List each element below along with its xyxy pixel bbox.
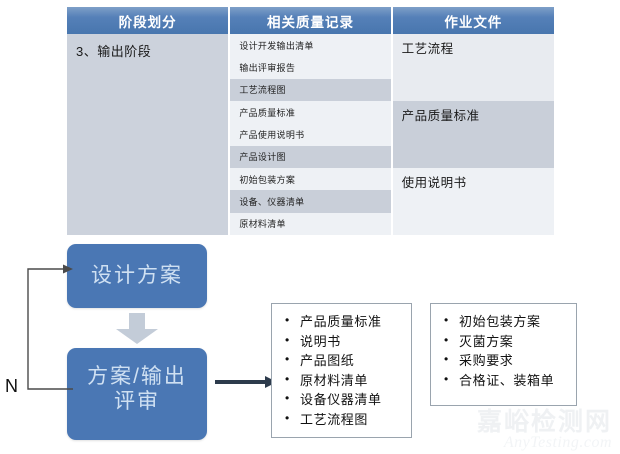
table-row: 产品质量标准 产品质量标准 bbox=[67, 100, 554, 168]
record-cell: 原材料清单 bbox=[229, 212, 393, 235]
document-cell: 工艺流程 bbox=[391, 34, 554, 101]
table-row: 原材料清单 bbox=[67, 212, 554, 235]
record-cell: 工艺流程图 bbox=[229, 78, 393, 101]
record-cell: 产品设计图 bbox=[229, 145, 393, 168]
process-box-review[interactable]: 方案/输出评审 bbox=[67, 348, 207, 440]
list-item: 产品图纸 bbox=[284, 350, 401, 371]
right-arrow-icon bbox=[215, 376, 277, 388]
list-item: 产品质量标准 bbox=[284, 311, 401, 332]
list-item: 说明书 bbox=[284, 331, 401, 352]
table-header-stage: 阶段划分 bbox=[67, 7, 231, 34]
table-row: 产品使用说明书 bbox=[67, 123, 554, 146]
record-cell: 产品质量标准 bbox=[229, 100, 393, 124]
record-cell: 设备、仪器清单 bbox=[229, 190, 393, 213]
process-box-review-line-0: 方案/输出 bbox=[87, 365, 187, 388]
table-row: 工艺流程图 bbox=[67, 78, 554, 101]
stage-cell: 3、输出阶段 bbox=[67, 34, 231, 235]
record-cell: 产品使用说明书 bbox=[229, 123, 393, 146]
list-item: 原材料清单 bbox=[284, 370, 401, 391]
list-item: 采购要求 bbox=[443, 350, 566, 371]
output-list-left-items: 产品质量标准 说明书 产品图纸 原材料清单 设备仪器清单 工艺流程图 bbox=[284, 311, 401, 430]
table-header-documents: 作业文件 bbox=[391, 7, 554, 34]
feedback-loop-arrow-icon bbox=[27, 264, 73, 390]
table-header-records: 相关质量记录 bbox=[229, 7, 393, 34]
table-row: 设备、仪器清单 bbox=[67, 190, 554, 213]
output-list-right: 初始包装方案 灭菌方案 采购要求 合格证、装箱单 bbox=[430, 303, 577, 406]
record-cell: 输出评审报告 bbox=[229, 56, 393, 79]
list-item: 灭菌方案 bbox=[443, 331, 566, 352]
list-item: 设备仪器清单 bbox=[284, 389, 401, 410]
process-box-design[interactable]: 设计方案 bbox=[67, 244, 207, 308]
table-row: 产品设计图 bbox=[67, 145, 554, 168]
output-list-right-items: 初始包装方案 灭菌方案 采购要求 合格证、装箱单 bbox=[443, 311, 566, 391]
list-item: 合格证、装箱单 bbox=[443, 370, 566, 391]
document-cell: 产品质量标准 bbox=[391, 100, 554, 168]
document-cell: 使用说明书 bbox=[391, 167, 554, 235]
flowchart: 设计方案 方案/输出评审 N 产品质量标准 说明书 产品图纸 原材料清单 设备仪… bbox=[0, 235, 620, 454]
quality-record-table: 阶段划分 相关质量记录 作业文件 3、输出阶段 设计开发输出清单 工艺流程 输出… bbox=[67, 7, 554, 235]
output-list-left: 产品质量标准 说明书 产品图纸 原材料清单 设备仪器清单 工艺流程图 bbox=[271, 303, 412, 438]
table-row: 3、输出阶段 设计开发输出清单 工艺流程 bbox=[67, 34, 554, 235]
record-cell: 初始包装方案 bbox=[229, 167, 393, 191]
list-item: 初始包装方案 bbox=[443, 311, 566, 332]
table-row: 输出评审报告 bbox=[67, 56, 554, 79]
table-header-row: 阶段划分 相关质量记录 作业文件 bbox=[67, 7, 554, 34]
record-cell: 设计开发输出清单 bbox=[229, 34, 393, 57]
table-row: 初始包装方案 使用说明书 bbox=[67, 167, 554, 235]
process-box-review-line-1: 评审 bbox=[114, 389, 160, 413]
loop-label-n: N bbox=[5, 376, 18, 396]
down-arrow-icon bbox=[116, 313, 158, 344]
list-item: 工艺流程图 bbox=[284, 409, 401, 430]
